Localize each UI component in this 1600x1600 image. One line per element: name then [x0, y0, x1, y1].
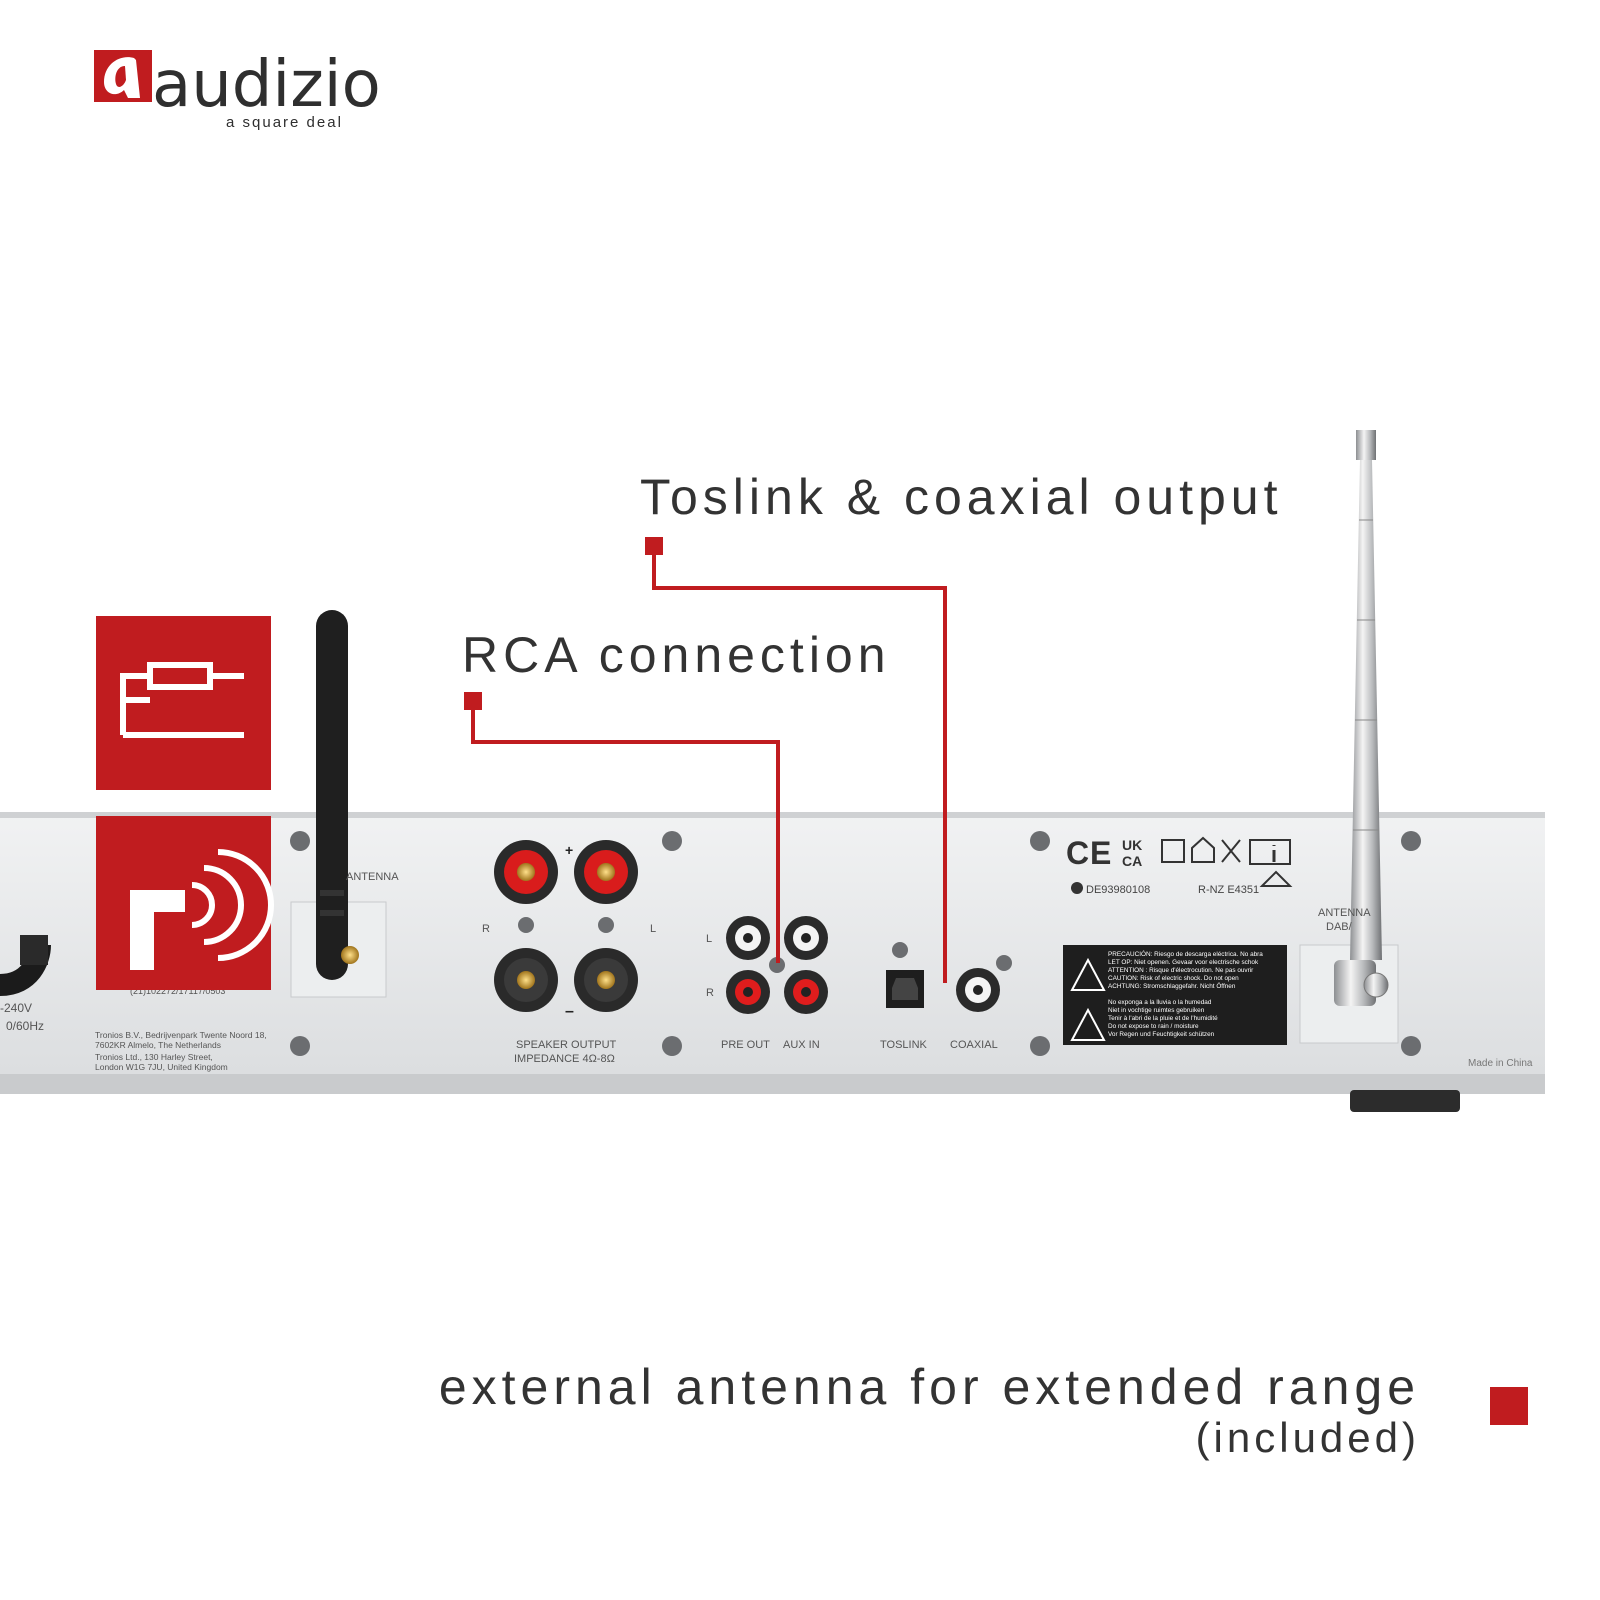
cert-code: DE93980108	[1086, 884, 1150, 896]
panel-screws	[290, 831, 1421, 1056]
address-line: London W1G 7JU, United Kingdom	[95, 1062, 228, 1072]
rca-callout: RCA connection	[462, 627, 891, 683]
l-label: L	[650, 923, 656, 935]
rca-l-label: L	[706, 933, 712, 945]
telescopic-antenna	[1350, 460, 1382, 960]
rca-r-label: R	[706, 987, 714, 999]
address-line: Tronios Ltd., 130 Harley Street,	[95, 1052, 213, 1062]
feature-subline: (included)	[1195, 1414, 1420, 1461]
toslink-callout-marker	[645, 537, 663, 555]
coaxial-label: COAXIAL	[950, 1039, 998, 1051]
speaker-output-label: SPEAKER OUTPUT	[516, 1039, 617, 1051]
warning-text: ATTENTION : Risque d'électrocution. Ne p…	[1108, 967, 1254, 974]
warning-shock-icon	[1070, 957, 1106, 991]
rubber-foot	[1350, 1090, 1460, 1112]
feature-marker	[1490, 1387, 1528, 1425]
svg-text:C: C	[1066, 835, 1089, 871]
warning-text: LET OP: Niet openen. Gevaar voor electri…	[1108, 959, 1259, 966]
toslink-label: TOSLINK	[880, 1039, 928, 1051]
address-line: Tronios B.V., Bedrijvenpark Twente Noord…	[95, 1030, 267, 1040]
warning-text: Vor Regen und Feuchtigkeit schützen	[1108, 1031, 1215, 1038]
svg-text:E: E	[1090, 835, 1111, 871]
wireless-signal-icon	[130, 849, 274, 970]
certification-marks: C E	[1066, 835, 1293, 887]
pre-out-label: PRE OUT	[721, 1039, 770, 1051]
voltage-label: -240V	[0, 1001, 32, 1015]
cable-icon	[120, 662, 244, 738]
wifi-antenna-label: ANTENNA	[346, 871, 399, 883]
warning-text: PRECAUCIÓN: Riesgo de descarga eléctrica…	[1108, 949, 1263, 958]
wifi-antenna	[316, 610, 348, 980]
dab-antenna-label: ANTENNA	[1318, 907, 1371, 919]
address-line: 7602KR Almelo, The Netherlands	[95, 1040, 221, 1050]
warning-text: No exponga a la lluvia o la humedad	[1108, 999, 1212, 1006]
rnz-code: R-NZ E4351	[1198, 884, 1259, 896]
brand-tagline: a square deal	[226, 114, 343, 131]
brand-name: audizio	[152, 48, 381, 122]
rca-jacks	[726, 916, 828, 1014]
dab-label: DAB/	[1326, 921, 1353, 933]
warning-text: ACHTUNG: Stromschlaggefahr. Nicht Öffnen	[1108, 982, 1236, 990]
toslink-callout: Toslink & coaxial output	[640, 469, 1283, 525]
impedance-label: IMPEDANCE 4Ω-8Ω	[514, 1053, 615, 1065]
made-in-label: Made in China	[1468, 1058, 1533, 1069]
ukca-mark-bottom: CA	[1122, 853, 1142, 869]
barcode-number: (21)102272/17117/0503	[130, 986, 225, 996]
coaxial-port	[956, 968, 1000, 1012]
ukca-mark-top: UK	[1122, 837, 1142, 853]
rca-callout-marker	[464, 692, 482, 710]
feature-headline: external antenna for extended range	[438, 1359, 1420, 1415]
audizio-logo-icon	[94, 50, 152, 102]
warning-text: Tenir à l'abri de la pluie et de l'humid…	[1108, 1015, 1218, 1022]
frequency-label: 0/60Hz	[6, 1019, 44, 1033]
warning-label	[1063, 945, 1287, 1045]
cert-check-icon	[1071, 882, 1083, 894]
warning-text: CAUTION: Risk of electric shock. Do not …	[1108, 975, 1239, 982]
r-label: R	[482, 923, 490, 935]
aux-in-label: AUX IN	[783, 1039, 820, 1051]
warning-text: Niet in vochtige ruimtes gebruiken	[1108, 1007, 1205, 1014]
speaker-terminals	[494, 840, 638, 1012]
minus-label: –	[565, 1003, 574, 1020]
warning-text: Do not expose to rain / moisture	[1108, 1023, 1199, 1030]
callout-lines	[471, 552, 947, 983]
telescopic-antenna-tip	[1356, 430, 1376, 460]
plus-label: +	[565, 842, 573, 858]
warning-exclamation-icon	[1070, 1007, 1106, 1041]
